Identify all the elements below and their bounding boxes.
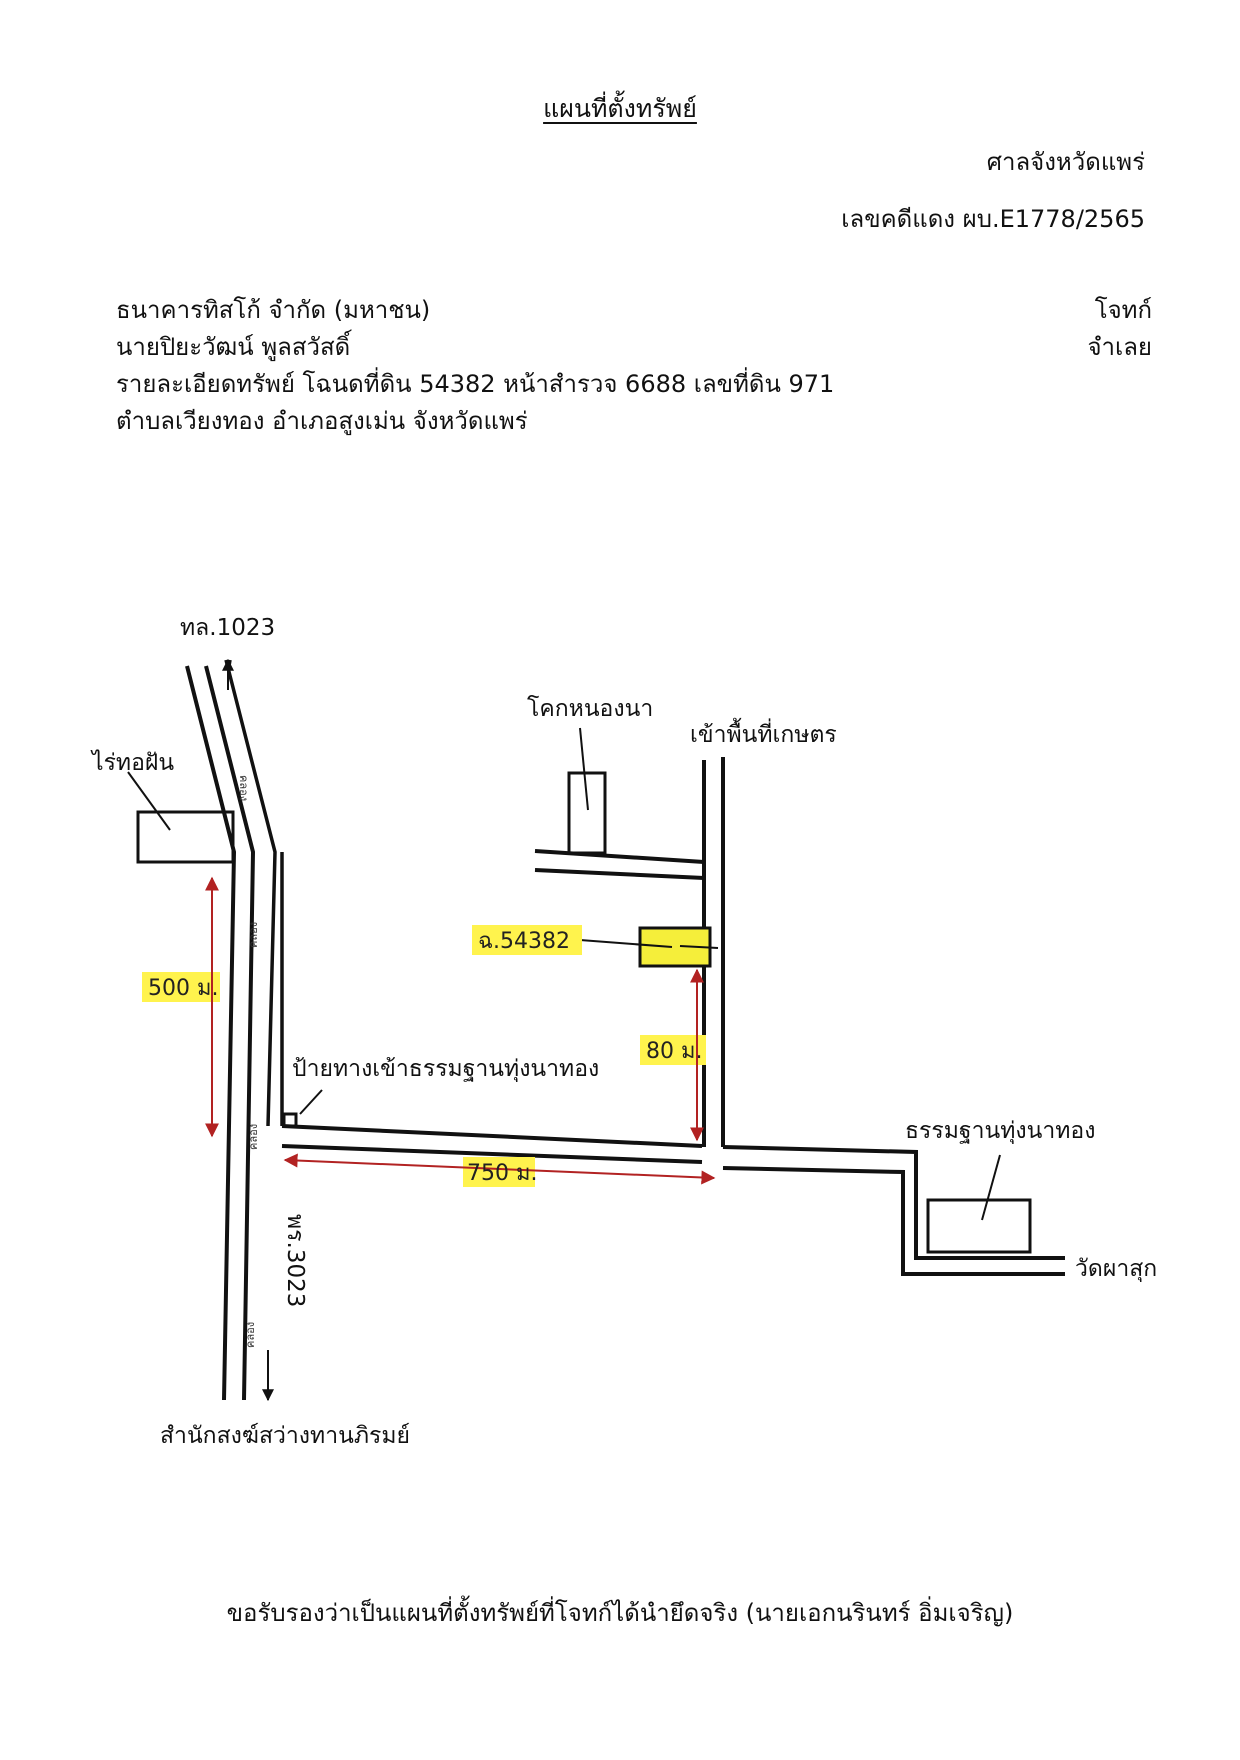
defendant-role: จำเลย: [1087, 333, 1152, 361]
court-name: ศาลจังหวัดแพร่: [986, 148, 1145, 176]
thammathan-plot: [926, 1198, 1032, 1254]
distance-750-label: 750 ม.: [467, 1161, 537, 1186]
canal-label-2: คลอง: [247, 922, 260, 948]
distance-80-label: 80 ม.: [646, 1039, 702, 1064]
plaintiff-role: โจทก์: [1094, 296, 1152, 324]
case-number: เลขคดีแดง ผบ.E1778/2565: [841, 205, 1145, 233]
road-north-label: ทล.1023: [180, 615, 275, 641]
khok-nong-na-plot: [567, 771, 607, 855]
sign-label: ป้ายทางเข้าธรรมฐานทุ่งนาทอง: [292, 1056, 599, 1082]
rai-tho-fan-label: ไร่ทอฝัน: [90, 749, 174, 776]
canal-label-1: คลอง: [237, 775, 250, 801]
sign-marker: [282, 1112, 298, 1128]
deed-label: ฉ.54382: [478, 929, 570, 954]
distance-500-label: 500 ม.: [148, 976, 218, 1001]
plaintiff-name: ธนาคารทิสโก้ จำกัด (มหาชน): [116, 296, 431, 324]
rai-tho-fan-plot: [136, 810, 235, 864]
distance-arrows: [205, 876, 716, 1185]
branch-road: [534, 849, 705, 880]
canal-label-3: คลอง: [247, 1124, 260, 1150]
samnak-song-label: สำนักสงฆ์สว่างทานภิรมย์: [160, 1422, 410, 1449]
page-title: แผนที่ตั้งทรัพย์: [543, 94, 697, 123]
wat-pha-suk-label: วัดผาสุก: [1075, 1256, 1157, 1282]
certification-text: ขอรับรองว่าเป็นแผนที่ตั้งทรัพย์ที่โจทก์ไ…: [226, 1599, 1014, 1627]
road-south-label: พร.3023: [282, 1214, 308, 1307]
khok-nong-na-label: โคกหนองนา: [527, 695, 653, 722]
thammathan-label: ธรรมฐานทุ่งนาทอง: [905, 1118, 1095, 1144]
farm-access-label: เข้าพื้นที่เกษตร: [690, 718, 837, 748]
property-location: ตำบลเวียงทอง อำเภอสูงเม่น จังหวัดแพร่: [116, 407, 528, 435]
canal-label-4: คลอง: [244, 1322, 257, 1348]
defendant-name: นายปิยะวัฒน์ พูลสวัสดิ์: [116, 333, 351, 361]
property-details: รายละเอียดทรัพย์ โฉนดที่ดิน 54382 หน้าสำ…: [116, 370, 835, 398]
leader-lines: [127, 727, 1001, 1221]
